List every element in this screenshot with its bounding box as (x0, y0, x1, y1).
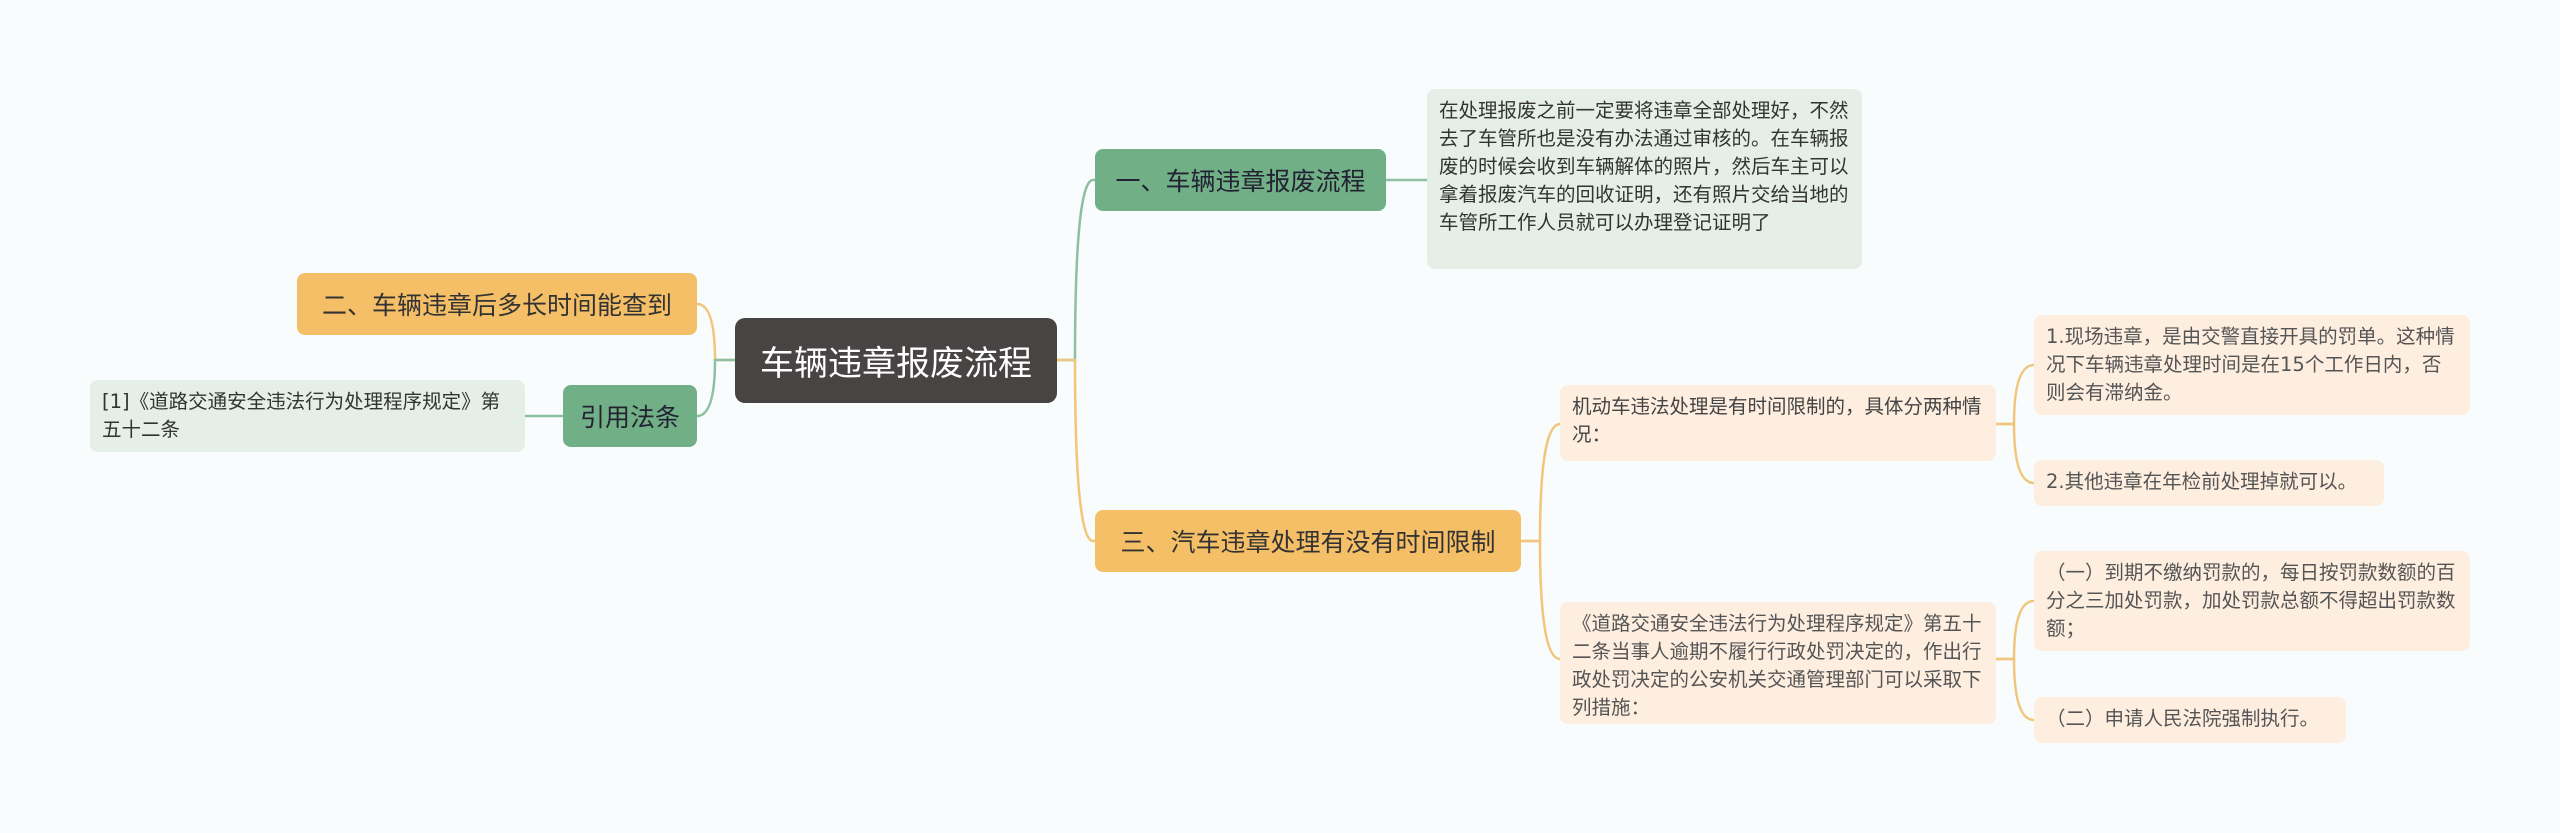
item-late-fine: （一）到期不缴纳罚款的，每日按罚款数额的百分之三加处罚款，加处罚款总额不得超出罚… (2034, 551, 2470, 651)
branch-time-limit-label: 三、汽车违章处理有没有时间限制 (1120, 528, 1496, 557)
branch-query-time[interactable]: 二、车辆违章后多长时间能查到 (297, 273, 697, 335)
note-scrap-process: 在处理报废之前一定要将违章全部处理好，不然去了车管所也是没有办法通过审核的。在车… (1427, 89, 1862, 269)
note-scrap-process-text: 在处理报废之前一定要将违章全部处理好，不然去了车管所也是没有办法通过审核的。在车… (1439, 99, 1849, 234)
link-sub1-item1 (1996, 363, 2035, 426)
item-onsite-violation: 1.现场违章，是由交警直接开具的罚单。这种情况下车辆违章处理时间是在15个工作日… (2034, 315, 2470, 415)
branch-query-time-label: 二、车辆违章后多长时间能查到 (321, 291, 672, 320)
item-late-fine-text: （一）到期不缴纳罚款的，每日按罚款数额的百分之三加处罚款，加处罚款总额不得超出罚… (2046, 561, 2456, 640)
branch-scrap-process-label: 一、车辆违章报废流程 (1115, 167, 1366, 196)
link-center-b4 (1057, 358, 1095, 543)
link-sub1-item2 (1996, 422, 2035, 485)
link-b4-sub1 (1521, 422, 1561, 543)
item-other-violation-text: 2.其他违章在年检前处理掉就可以。 (2046, 470, 2358, 493)
branch-scrap-process[interactable]: 一、车辆违章报废流程 (1095, 149, 1386, 211)
link-b4-sub2 (1521, 539, 1561, 661)
link-center-b3 (696, 358, 735, 418)
note-cited-law: [1]《道路交通安全违法行为处理程序规定》第五十二条 (90, 380, 525, 452)
item-onsite-violation-text: 1.现场违章，是由交警直接开具的罚单。这种情况下车辆违章处理时间是在15个工作日… (2046, 325, 2455, 404)
branch-cited-law-label: 引用法条 (579, 403, 680, 432)
sub-regulation-article: 《道路交通安全违法行为处理程序规定》第五十二条当事人逾期不履行行政处罚决定的，作… (1560, 602, 1996, 724)
link-center-b2 (696, 302, 735, 362)
link-center-b1 (1057, 178, 1095, 362)
root-node[interactable]: 车辆违章报废流程 (735, 318, 1057, 403)
link-sub2-item2 (1996, 657, 2035, 722)
item-court-enforcement: （二）申请人民法院强制执行。 (2034, 697, 2346, 743)
sub-regulation-article-text: 《道路交通安全违法行为处理程序规定》第五十二条当事人逾期不履行行政处罚决定的，作… (1572, 612, 1982, 719)
branch-cited-law[interactable]: 引用法条 (563, 385, 697, 447)
item-other-violation: 2.其他违章在年检前处理掉就可以。 (2034, 460, 2384, 506)
root-label: 车辆违章报废流程 (760, 344, 1032, 384)
note-cited-law-text: [1]《道路交通安全违法行为处理程序规定》第五十二条 (102, 390, 501, 441)
sub-time-limit-cases-text: 机动车违法处理是有时间限制的，具体分两种情况： (1572, 395, 1982, 446)
link-sub2-item1 (1996, 599, 2035, 661)
item-court-enforcement-text: （二）申请人民法院强制执行。 (2046, 707, 2320, 730)
branch-time-limit[interactable]: 三、汽车违章处理有没有时间限制 (1095, 510, 1521, 572)
sub-time-limit-cases: 机动车违法处理是有时间限制的，具体分两种情况： (1560, 385, 1996, 461)
